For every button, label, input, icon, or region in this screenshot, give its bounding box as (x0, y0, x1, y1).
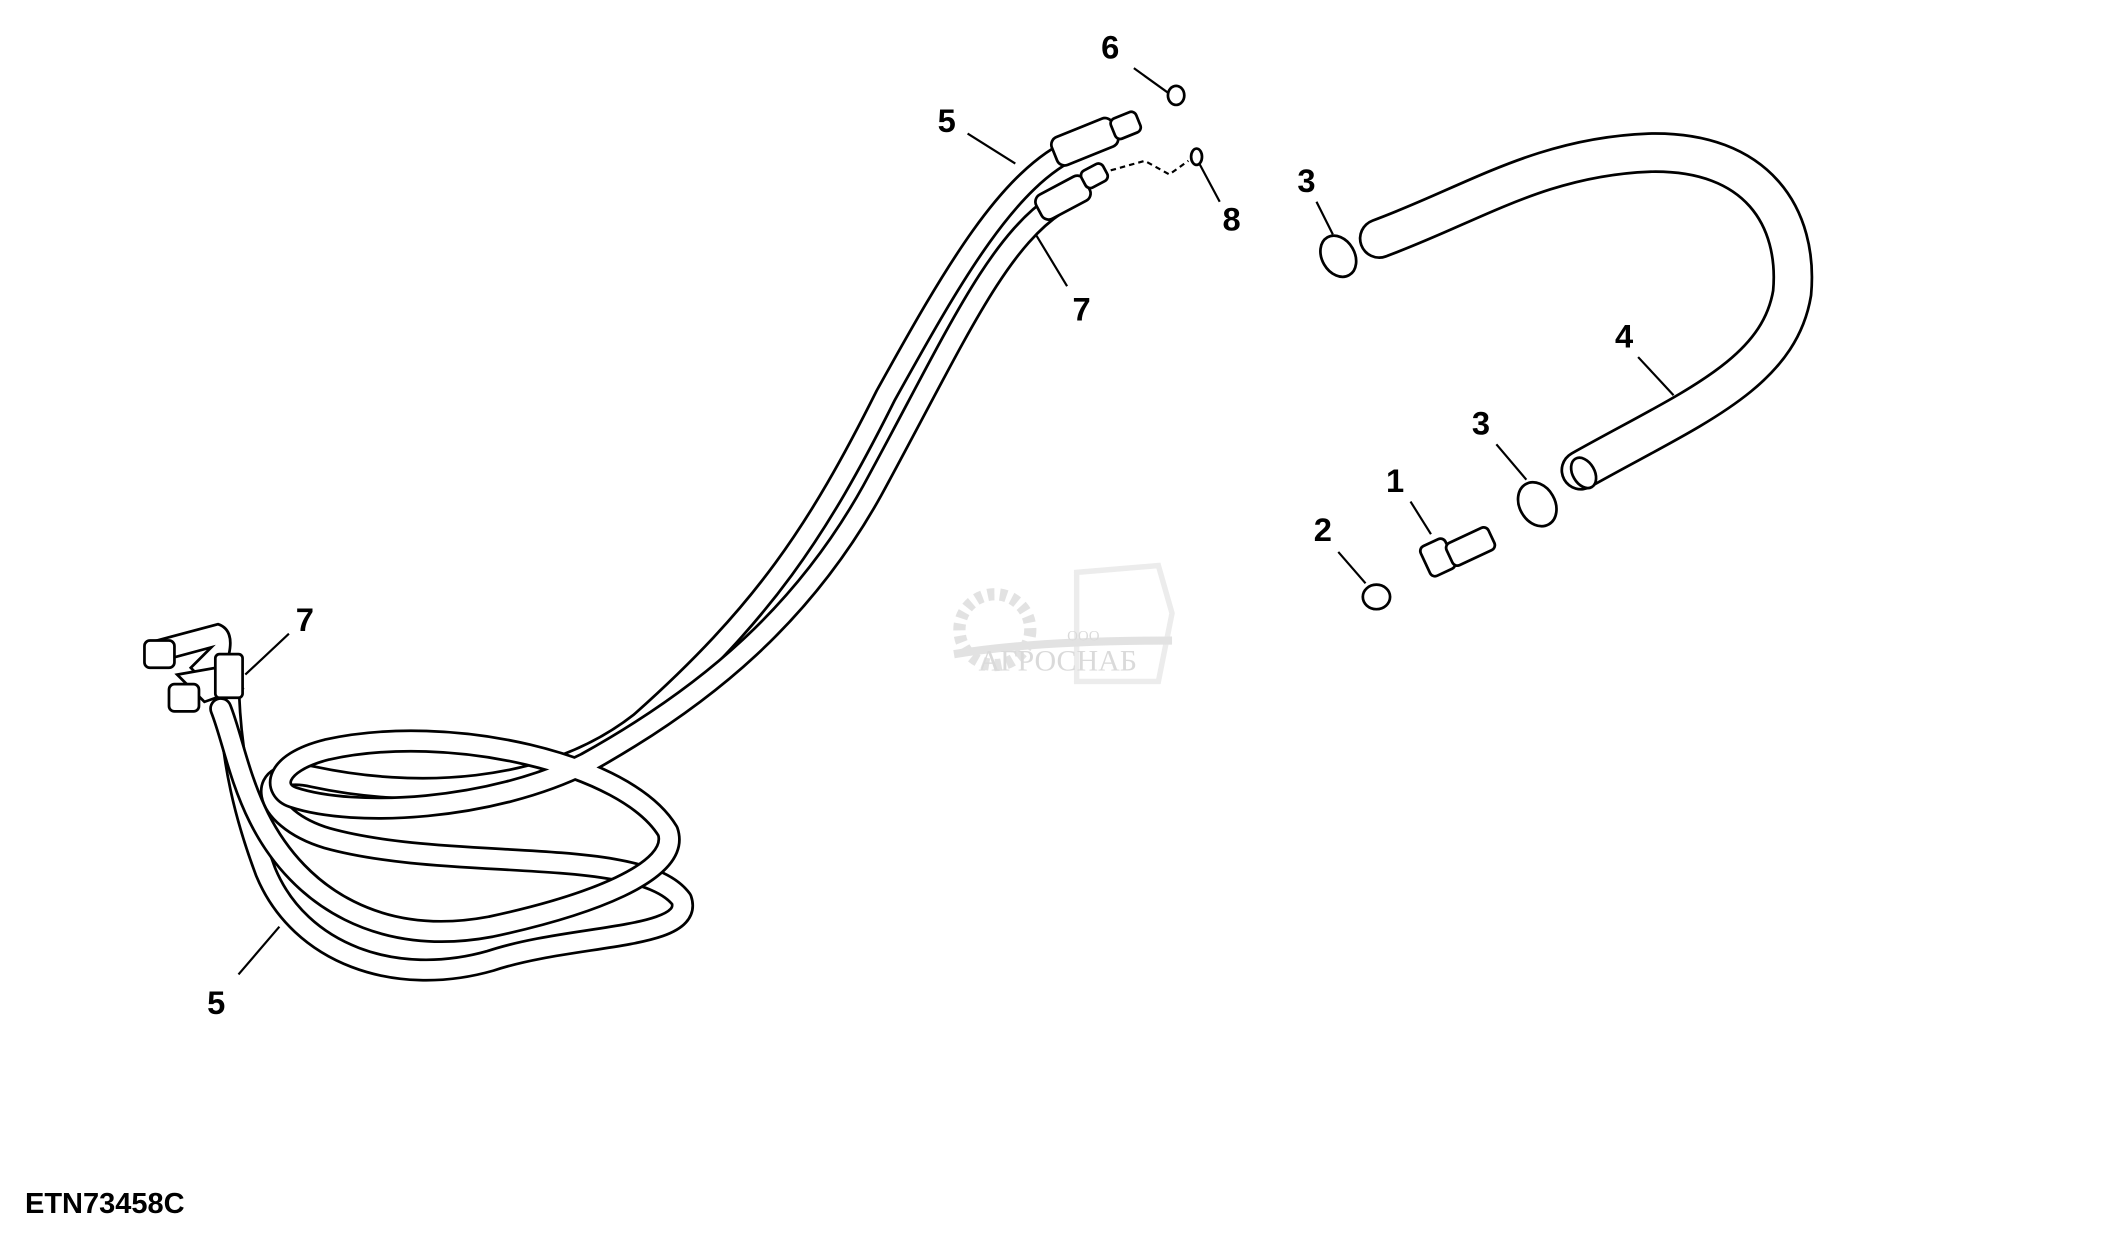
watermark-logo: ООО АГРОСНАБ (953, 562, 1175, 685)
fitting-1 (1418, 526, 1497, 578)
callout-5-lower: 5 (207, 984, 225, 1021)
watermark-name: АГРОСНАБ (979, 645, 1138, 678)
callout-8: 8 (1222, 200, 1240, 237)
leader-lines (237, 67, 1675, 976)
o-ring-2 (1361, 583, 1392, 611)
callout-2: 2 (1314, 511, 1332, 548)
callout-3-upper: 3 (1297, 162, 1315, 199)
callout-3-lower: 3 (1472, 405, 1490, 442)
clamp-3-lower (1516, 480, 1558, 528)
callout-5-upper: 5 (938, 102, 956, 139)
assembly-line (1110, 159, 1190, 176)
callout-1: 1 (1386, 462, 1404, 499)
callout-6: 6 (1101, 29, 1119, 66)
callouts: 6 5 3 8 7 4 3 1 2 7 5 (207, 29, 1633, 1021)
hose-7 (209, 192, 1068, 944)
callout-7-lower: 7 (296, 601, 314, 638)
watermark-prefix: ООО (1067, 629, 1100, 645)
o-ring-8 (1189, 147, 1204, 167)
hose-5-upper-fitting (1049, 110, 1143, 167)
hose-5 (217, 135, 1089, 982)
hose-7-upper-fitting (1034, 162, 1110, 221)
figure-id: ETN73458C (25, 1188, 185, 1220)
o-ring-6 (1166, 84, 1186, 107)
hose-4 (1358, 132, 1814, 491)
callout-4: 4 (1615, 318, 1633, 355)
hose-lower-fittings (143, 622, 245, 713)
callout-7-upper: 7 (1073, 290, 1091, 327)
clamp-3-upper (1319, 234, 1358, 279)
